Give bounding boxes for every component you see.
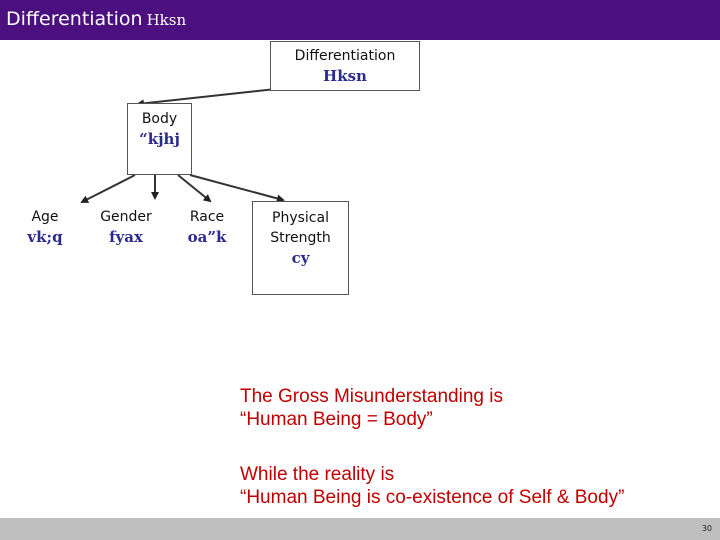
physical-strength-line1: Physical bbox=[272, 210, 329, 226]
body-node-hindi: “kjhj bbox=[139, 130, 180, 148]
reality-note: While the reality is “Human Being is co-… bbox=[240, 463, 624, 509]
child-node-race: Race oa”k bbox=[172, 207, 242, 267]
slide-title-english: Differentiation bbox=[6, 8, 143, 30]
physical-strength-hindi: cy bbox=[291, 249, 310, 267]
body-node: Body “kjhj bbox=[127, 103, 192, 175]
root-node-differentiation: Differentiation Hksn bbox=[270, 41, 420, 91]
footer-bar: 30 bbox=[0, 518, 720, 540]
note-line-4: “Human Being is co-existence of Self & B… bbox=[240, 487, 625, 508]
note-line-1: The Gross Misunderstanding is bbox=[240, 386, 503, 407]
root-node-hindi: Hksn bbox=[323, 67, 367, 85]
age-english: Age bbox=[31, 209, 59, 225]
physical-strength-line2: Strength bbox=[270, 230, 331, 246]
misunderstanding-note: The Gross Misunderstanding is “Human Bei… bbox=[240, 385, 503, 431]
child-node-gender: Gender fyax bbox=[90, 207, 162, 267]
child-node-age: Age vk;q bbox=[10, 207, 80, 267]
body-node-english: Body bbox=[141, 111, 178, 127]
arrow-body-to-race bbox=[177, 174, 212, 203]
page-number: 30 bbox=[701, 524, 712, 533]
race-english: Race bbox=[189, 209, 225, 225]
note-line-3: While the reality is bbox=[240, 464, 395, 485]
slide-title-hindi: Hksn bbox=[146, 11, 187, 29]
root-node-english: Differentiation bbox=[294, 48, 396, 64]
child-node-physical-strength: Physical Strength cy bbox=[252, 201, 349, 295]
gender-hindi: fyax bbox=[109, 228, 143, 246]
arrow-root-to-body bbox=[136, 87, 286, 108]
note-line-2: “Human Being = Body” bbox=[240, 409, 433, 430]
race-hindi: oa”k bbox=[187, 228, 227, 246]
age-hindi: vk;q bbox=[27, 228, 63, 246]
arrow-body-to-age bbox=[80, 174, 136, 203]
gender-english: Gender bbox=[100, 209, 152, 225]
arrow-body-to-strength bbox=[189, 174, 285, 203]
